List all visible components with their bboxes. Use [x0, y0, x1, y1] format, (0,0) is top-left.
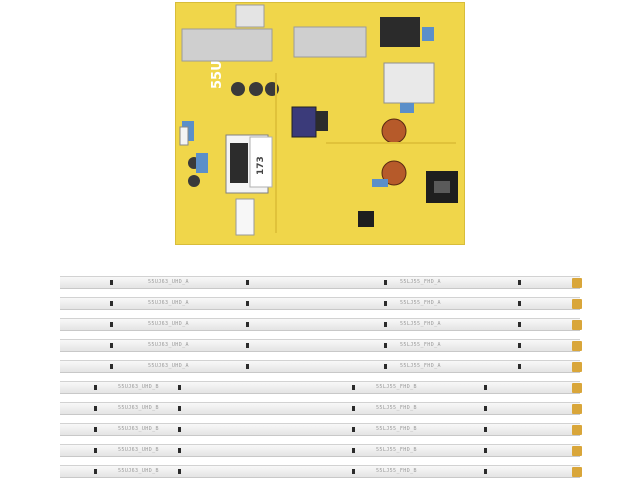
strip-label-left: 55UJ63_UHD_A — [148, 321, 189, 327]
strip-label-right: 55LJ55_FHD_A — [400, 342, 441, 348]
label-sticker — [249, 136, 273, 188]
led-strip-a: 55UJ63_UHD_A 55LJ55_FHD_A — [60, 339, 582, 352]
filter-block — [383, 62, 435, 104]
strip-label-right: 55LJ55_FHD_A — [400, 363, 441, 369]
strip-connector — [572, 299, 582, 309]
strip-connector — [572, 425, 582, 435]
strip-label-right: 55LJ55_FHD_A — [400, 321, 441, 327]
strip-label-right: 55LJ55_FHD_B — [376, 468, 417, 474]
strip-label-right: 55LJ55_FHD_B — [376, 447, 417, 453]
strip-connector — [572, 320, 582, 330]
strip-label-left: 55UJ63_UHD_B — [118, 405, 159, 411]
strip-connector — [572, 446, 582, 456]
bulk-capacitor — [291, 106, 317, 138]
strip-label-left: 55UJ63_UHD_A — [148, 300, 189, 306]
led-strip-b: 55UJ63_UHD_B 55LJ55_FHD_B — [60, 402, 582, 415]
led-strip-a: 55UJ63_UHD_A 55LJ55_FHD_A — [60, 318, 582, 331]
strip-label-left: 55UJ63_UHD_B — [118, 426, 159, 432]
board-silkscreen-number: 173 — [256, 156, 266, 175]
strip-connector — [572, 341, 582, 351]
led-strip-a: 55UJ63_UHD_A 55LJ55_FHD_A — [60, 297, 582, 310]
led-strip-a: 55UJ63_UHD_A 55LJ55_FHD_A — [60, 360, 582, 373]
heatsink-top — [235, 4, 265, 28]
heatsink-center — [293, 26, 367, 58]
strip-label-left: 55UJ63_UHD_A — [148, 342, 189, 348]
led-strip-b: 55UJ63_UHD_B 55LJ55_FHD_B — [60, 423, 582, 436]
strip-connector — [572, 383, 582, 393]
strip-label-right: 55LJ55_FHD_B — [376, 426, 417, 432]
strip-label-right: 55LJ55_FHD_B — [376, 405, 417, 411]
heatsink-left — [181, 28, 273, 62]
strip-connector — [572, 278, 582, 288]
board-silkscreen-model: 55U — [210, 60, 225, 89]
led-strip-b: 55UJ63_UHD_B 55LJ55_FHD_B — [60, 465, 582, 478]
strip-connector — [572, 404, 582, 414]
power-supply-board: 55U 173 — [175, 2, 465, 245]
strip-label-right: 55LJ55_FHD_B — [376, 384, 417, 390]
led-strip-b: 55UJ63_UHD_B 55LJ55_FHD_B — [60, 381, 582, 394]
led-strip-group: 55UJ63_UHD_A 55LJ55_FHD_A 55UJ63_UHD_A 5… — [60, 276, 582, 486]
strip-label-right: 55LJ55_FHD_A — [400, 300, 441, 306]
strip-label-right: 55LJ55_FHD_A — [400, 279, 441, 285]
board-components — [179, 4, 458, 236]
transformer-top — [380, 17, 420, 47]
led-strip-a: 55UJ63_UHD_A 55LJ55_FHD_A — [60, 276, 582, 289]
strip-label-left: 55UJ63_UHD_A — [148, 363, 189, 369]
strip-label-left: 55UJ63_UHD_B — [118, 468, 159, 474]
strip-connector — [572, 362, 582, 372]
led-strip-b: 55UJ63_UHD_B 55LJ55_FHD_B — [60, 444, 582, 457]
toroid-coil-1 — [381, 118, 407, 144]
strip-label-left: 55UJ63_UHD_B — [118, 447, 159, 453]
strip-label-left: 55UJ63_UHD_A — [148, 279, 189, 285]
strip-connector — [572, 467, 582, 477]
strip-label-left: 55UJ63_UHD_B — [118, 384, 159, 390]
